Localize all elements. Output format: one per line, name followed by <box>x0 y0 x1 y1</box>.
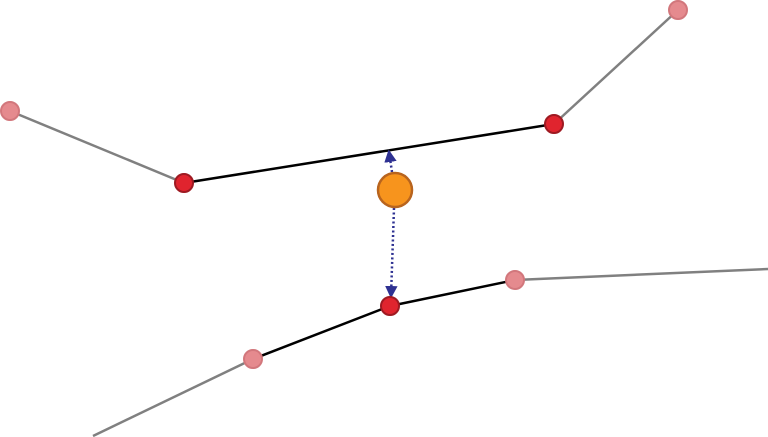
context-vertex <box>0 101 20 121</box>
distance-arrows <box>384 149 398 299</box>
vertex <box>380 296 400 316</box>
vertex <box>544 114 564 134</box>
distance-arrow-down <box>385 207 398 299</box>
vertex <box>174 173 194 193</box>
upper-polyline <box>9 9 679 185</box>
context-vertex <box>243 349 263 369</box>
query-point[interactable] <box>376 171 414 209</box>
distance-arrow-up <box>384 149 397 173</box>
lower-active-segment-b <box>389 278 516 308</box>
context-vertex <box>505 270 525 290</box>
context-vertices <box>0 0 688 369</box>
lower-context-line-left <box>92 357 254 437</box>
context-vertex <box>668 0 688 20</box>
lower-polyline <box>92 267 768 437</box>
active-vertices <box>174 114 564 316</box>
upper-context-line-right <box>553 9 679 125</box>
lower-context-line-right <box>514 267 768 282</box>
upper-context-line-left <box>9 109 185 185</box>
upper-active-segment <box>183 122 555 185</box>
lower-active-segment-a <box>252 304 391 361</box>
